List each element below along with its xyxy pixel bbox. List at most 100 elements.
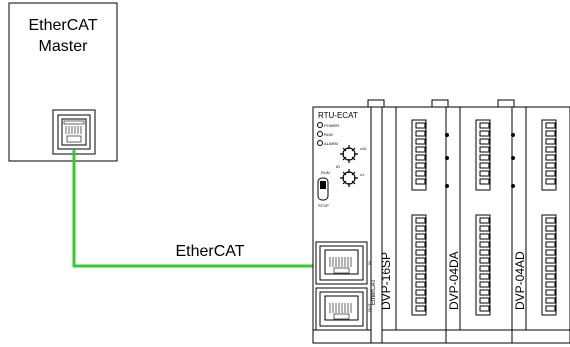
terminal-screw-icon xyxy=(545,178,556,185)
terminal-screw-icon xyxy=(479,217,490,224)
module-top-clip xyxy=(497,99,515,108)
module-housing xyxy=(511,106,570,344)
terminal-screw-icon xyxy=(545,297,556,304)
terminal-screw-icon xyxy=(479,178,490,185)
terminal-screw-icon xyxy=(415,233,426,240)
terminal-screw-icon xyxy=(415,162,426,169)
module-top-clip xyxy=(367,99,385,108)
rtu-title: RTU-ECAT xyxy=(318,111,358,120)
rotary-switch-x10-icon[interactable] xyxy=(340,145,358,163)
ethercat-cable xyxy=(72,150,352,268)
terminal-screw-icon xyxy=(545,281,556,288)
terminal-screw-icon xyxy=(415,225,426,232)
stop-switch-label: STOP xyxy=(318,203,329,208)
module-bus-dot xyxy=(511,133,515,137)
terminal-screw-icon xyxy=(415,289,426,296)
terminal-screw-icon xyxy=(479,273,490,280)
port-out-label: OUT xyxy=(367,303,372,312)
master-rj45-port-icon xyxy=(52,109,96,155)
terminal-screw-icon xyxy=(545,305,556,312)
terminal-screw-icon xyxy=(479,257,490,264)
terminal-screw-icon xyxy=(479,233,490,240)
alarm-led-label: ALARM xyxy=(324,141,338,146)
run-led-icon xyxy=(317,131,323,137)
terminal-screw-icon xyxy=(415,178,426,185)
module-base xyxy=(445,329,513,344)
module-bus-dot xyxy=(511,184,515,188)
terminal-screw-icon xyxy=(545,130,556,137)
terminal-screw-icon xyxy=(545,241,556,248)
terminal-screw-icon xyxy=(415,305,426,312)
master-title-line2: Master xyxy=(39,38,89,55)
terminal-screw-icon xyxy=(415,241,426,248)
terminal-screw-icon xyxy=(545,170,556,177)
terminal-screw-icon xyxy=(479,122,490,129)
terminal-screw-icon xyxy=(479,249,490,256)
terminal-screw-icon xyxy=(545,257,556,264)
terminal-screw-icon xyxy=(545,162,556,169)
terminal-screw-icon xyxy=(415,146,426,153)
terminal-screw-icon xyxy=(545,273,556,280)
terminal-screw-icon xyxy=(479,305,490,312)
x10-label: x10 xyxy=(360,146,367,151)
module-base xyxy=(381,329,447,344)
master-title-line1: EtherCAT xyxy=(28,17,97,34)
alarm-led-icon xyxy=(317,140,323,146)
terminal-screw-icon xyxy=(415,281,426,288)
terminal-screw-icon xyxy=(415,154,426,161)
terminal-screw-icon xyxy=(545,154,556,161)
run-switch-label: RUN xyxy=(321,170,330,175)
terminal-screw-icon xyxy=(479,281,490,288)
expansion-modules xyxy=(367,99,570,344)
terminal-screw-icon xyxy=(415,217,426,224)
terminal-screw-icon xyxy=(415,170,426,177)
terminal-screw-icon xyxy=(415,249,426,256)
module-label-dvp-04da: DVP-04DA xyxy=(447,251,461,310)
terminal-screw-icon xyxy=(415,122,426,129)
terminal-screw-icon xyxy=(545,217,556,224)
terminal-screw-icon xyxy=(479,297,490,304)
module-base xyxy=(511,329,570,344)
module-bus-dot xyxy=(445,184,449,188)
power-led-label: POWER xyxy=(324,123,339,128)
terminal-screw-icon xyxy=(545,233,556,240)
terminal-screw-icon xyxy=(479,225,490,232)
ethercat-port-out-icon xyxy=(315,287,368,331)
terminal-screw-icon xyxy=(545,146,556,153)
terminal-screw-icon xyxy=(545,289,556,296)
terminal-screw-icon xyxy=(479,146,490,153)
module-label-dvp-16sp: DVP-16SP xyxy=(379,252,393,310)
terminal-screw-icon xyxy=(415,257,426,264)
terminal-screw-icon xyxy=(479,162,490,169)
terminal-screw-icon xyxy=(479,241,490,248)
terminal-screw-icon xyxy=(545,138,556,145)
terminal-screw-icon xyxy=(415,273,426,280)
x1-label: x1 xyxy=(360,172,365,177)
terminal-screw-icon xyxy=(545,265,556,272)
id-label: ID xyxy=(336,164,340,169)
rotary-switch-x1-icon[interactable] xyxy=(340,169,358,187)
terminal-screw-icon xyxy=(545,225,556,232)
terminal-screw-icon xyxy=(479,265,490,272)
terminal-screw-icon xyxy=(545,122,556,129)
terminal-screw-icon xyxy=(545,249,556,256)
module-bus-dot xyxy=(445,156,449,160)
terminal-screw-icon xyxy=(479,130,490,137)
run-stop-switch-knob xyxy=(320,181,326,189)
ethercat-link-label: EtherCAT xyxy=(175,243,244,260)
module-bus-dot xyxy=(511,156,515,160)
ethercat-port-in-icon xyxy=(315,241,368,285)
module-top-clip xyxy=(431,99,449,108)
module-bus-dot xyxy=(445,133,449,137)
terminal-screw-icon xyxy=(479,170,490,177)
terminal-screw-icon xyxy=(415,138,426,145)
terminal-screw-icon xyxy=(479,138,490,145)
ethercat-port-label: EtherCAT xyxy=(371,279,377,305)
terminal-screw-icon xyxy=(415,297,426,304)
terminal-screw-icon xyxy=(415,130,426,137)
terminal-screw-icon xyxy=(415,265,426,272)
terminal-screw-icon xyxy=(479,289,490,296)
module-label-dvp-04ad: DVP-04AD xyxy=(513,251,527,310)
power-led-icon xyxy=(317,122,323,128)
